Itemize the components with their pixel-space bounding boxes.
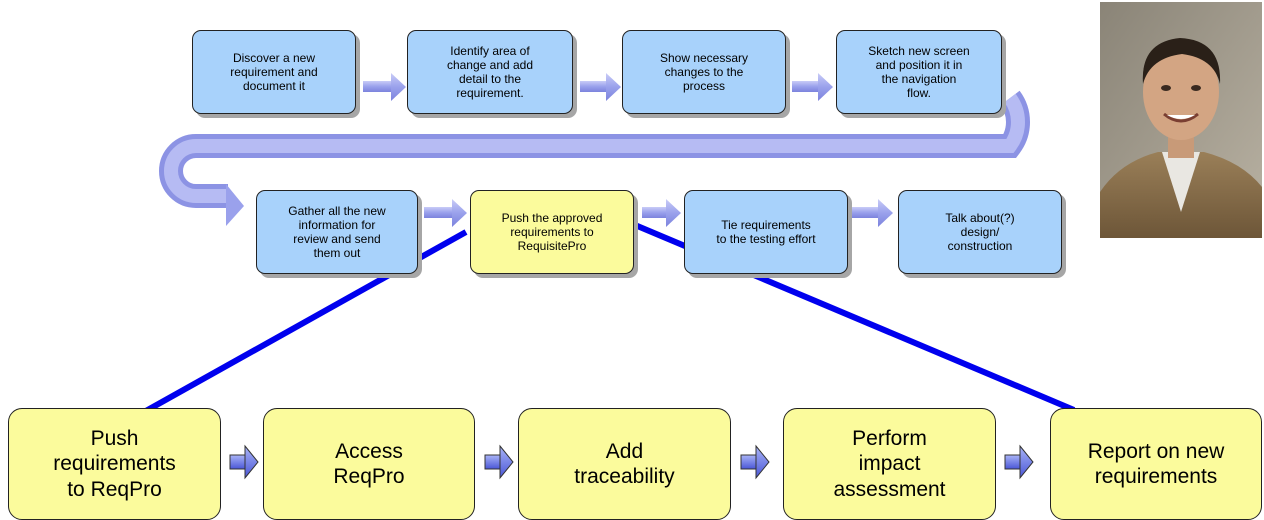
u-turn-arrow	[159, 90, 1030, 226]
step-identify-change: Identify area of change and add detail t…	[407, 30, 573, 114]
row1-arrow-2	[580, 73, 621, 101]
step-discover-requirement: Discover a new requirement and document …	[192, 30, 356, 114]
detail-impact-assessment: Perform impact assessment	[783, 408, 996, 520]
detail-access-reqpro: Access ReqPro	[263, 408, 475, 520]
detail-add-traceability: Add traceability	[518, 408, 731, 520]
row1-arrow-3	[792, 73, 833, 101]
detail-report-new-requirements: Report on new requirements	[1050, 408, 1262, 520]
row1-arrow-1	[363, 73, 406, 101]
detail-arrow-3	[740, 444, 770, 480]
detail-arrow-1	[229, 444, 259, 480]
step-sketch-screen: Sketch new screen and position it in the…	[836, 30, 1002, 114]
step-show-process-changes: Show necessary changes to the process	[622, 30, 786, 114]
row2-arrow-3	[852, 199, 893, 227]
person-photo	[1100, 2, 1262, 238]
row2-arrow-1	[424, 199, 467, 227]
detail-arrow-4	[1004, 444, 1034, 480]
step-talk-about-design: Talk about(?) design/ construction	[898, 190, 1062, 274]
detail-arrow-2	[484, 444, 514, 480]
step-push-to-requisitepro: Push the approved requirements to Requis…	[470, 190, 634, 274]
step-gather-information: Gather all the new information for revie…	[256, 190, 418, 274]
row2-arrow-2	[642, 199, 681, 227]
detail-push-requirements: Push requirements to ReqPro	[8, 408, 221, 520]
step-tie-to-testing: Tie requirements to the testing effort	[684, 190, 848, 274]
